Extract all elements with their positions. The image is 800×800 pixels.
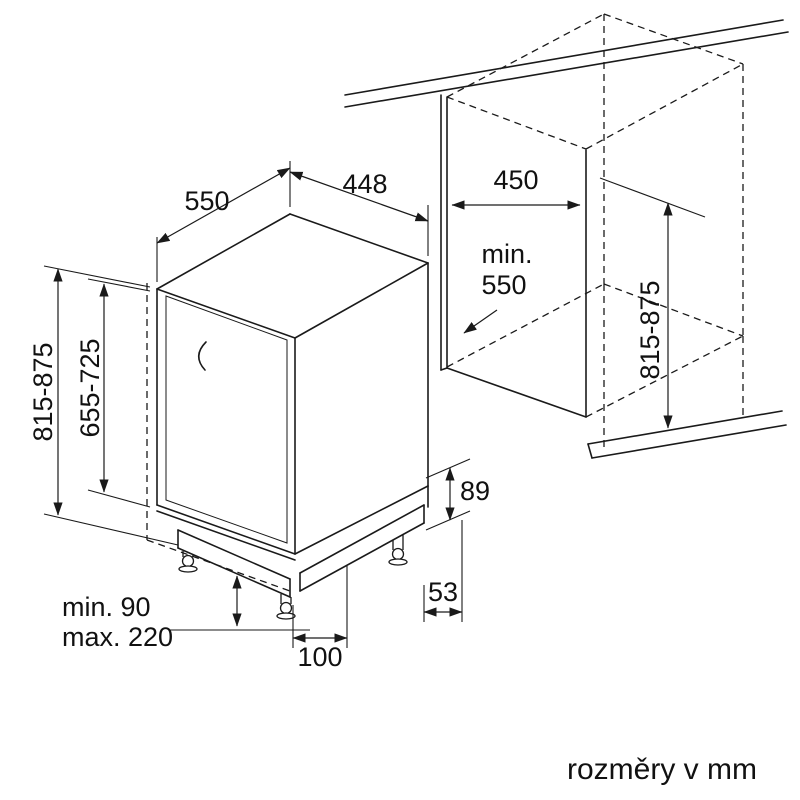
dim-total-height-left: 815-875 — [28, 265, 179, 546]
dim-label-front-foot-offset: 100 — [297, 642, 342, 672]
dim-base-rear-height: 89 — [425, 458, 490, 531]
dim-niche-height-right: 815-875 — [599, 177, 706, 429]
dim-label-total-height-left: 815-875 — [28, 342, 58, 441]
dim-label-niche-height-right: 815-875 — [635, 280, 665, 379]
dim-niche-depth: min. 550 — [463, 239, 533, 334]
dim-label-base-rear-height: 89 — [460, 476, 490, 506]
dishwasher-body — [156, 213, 429, 598]
dim-top-depth: 550 — [156, 161, 291, 282]
dim-label-plinth-max: max. 220 — [62, 622, 173, 652]
dim-top-width: 448 — [289, 169, 429, 256]
adjustable-feet — [178, 535, 408, 620]
dim-label-top-depth: 550 — [184, 186, 229, 216]
dim-label-rear-foot-offset: 53 — [428, 577, 458, 607]
units-note: rozměry v mm — [567, 753, 757, 786]
worktop-lines — [344, 19, 789, 108]
furniture-panel-dashed — [146, 283, 291, 592]
dim-door-panel-height: 655-725 — [75, 278, 151, 508]
dim-label-niche-width: 450 — [493, 165, 538, 195]
dim-niche-width: 450 — [451, 165, 581, 210]
dim-rear-foot-offset: 53 — [423, 520, 463, 622]
dim-label-door-panel-height: 655-725 — [75, 338, 105, 437]
dim-plinth-height: min. 90 max. 220 — [62, 575, 310, 652]
niche-base-band — [587, 410, 787, 459]
dim-label-niche-depth-min: min. — [481, 239, 532, 269]
dim-front-foot-offset: 100 — [292, 566, 348, 672]
dim-label-top-width: 448 — [342, 169, 387, 199]
niche-front-frame — [440, 94, 587, 418]
door-inner-edge — [165, 295, 288, 544]
dim-label-niche-depth-value: 550 — [481, 270, 526, 300]
door-handle-icon — [197, 341, 207, 371]
dim-label-plinth-min: min. 90 — [62, 592, 151, 622]
